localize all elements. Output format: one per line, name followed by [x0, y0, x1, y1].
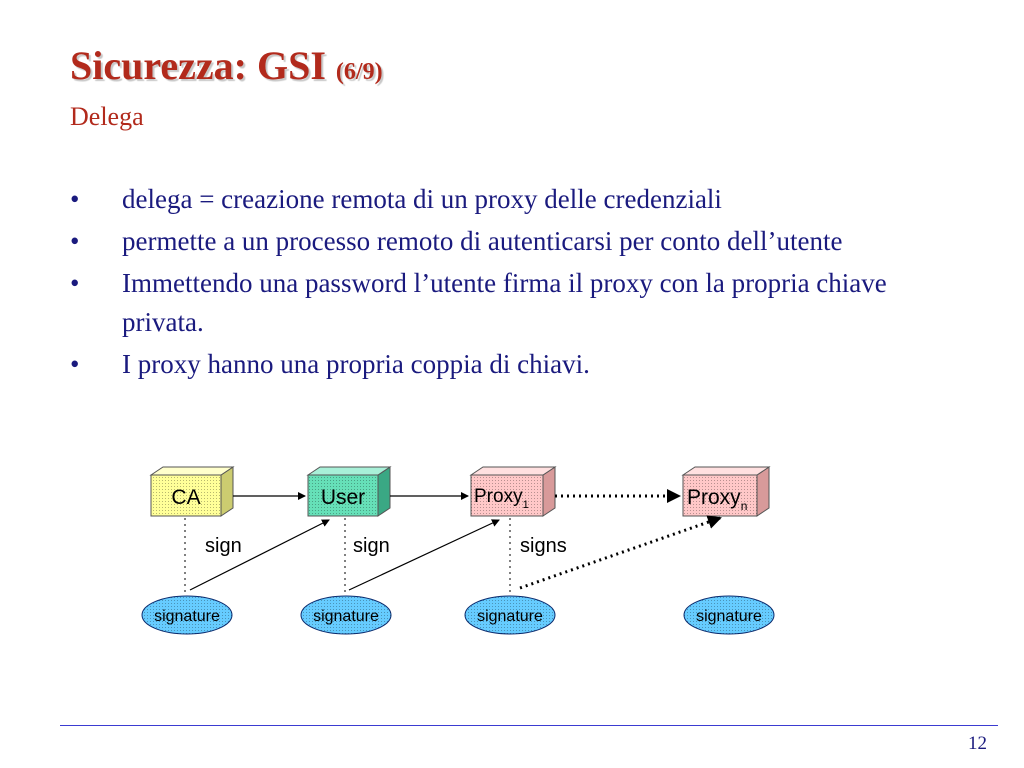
bullet-symbol: • — [70, 226, 80, 256]
proxyn-signature-label: signature — [696, 608, 762, 625]
bullet-item: • Immettendo una password l’utente firma … — [70, 264, 910, 342]
slide-subtitle: Delega — [70, 102, 144, 131]
bullet-text: I proxy hanno una propria coppia di chia… — [122, 349, 590, 379]
user-box-texture — [308, 475, 378, 516]
sign-label-2: sign — [353, 535, 390, 557]
slide-title: Sicurezza: GSI (6/9) — [70, 46, 383, 86]
proxy1-label-subscript: 1 — [523, 499, 529, 511]
proxyn-label-subscript: n — [741, 499, 748, 513]
page-number: 12 — [968, 733, 987, 754]
proxyn-signature-texture — [684, 596, 774, 634]
bullet-list: • delega = creazione remota di un proxy d… — [70, 180, 910, 387]
bullet-item: • permette a un processo remoto di autent… — [70, 222, 910, 261]
proxyn-label-text: Proxy — [687, 486, 741, 509]
proxyn-box-texture — [683, 475, 757, 516]
title-text: Sicurezza: GSI — [70, 43, 326, 88]
proxy1-box-top — [469, 466, 557, 476]
proxyn-box-top — [681, 466, 771, 476]
ca-signature-label: signature — [154, 608, 220, 625]
user-signature-texture — [301, 596, 391, 634]
proxy1-signature: signature — [464, 595, 556, 635]
ca-signature: signature — [141, 595, 233, 635]
ca-box: CA — [149, 466, 235, 517]
user-box-top — [306, 466, 392, 476]
bullet-symbol: • — [70, 184, 80, 214]
signs-label: signs — [520, 535, 567, 557]
user-signature: signature — [300, 595, 392, 635]
proxyn-box: Proxyn — [681, 466, 771, 517]
proxy1-label: Proxy1 — [474, 486, 529, 511]
ca-signs-user-arrow — [189, 519, 330, 591]
proxy1-box: Proxy1 — [469, 466, 557, 517]
bullet-item: • I proxy hanno una propria coppia di chi… — [70, 345, 910, 384]
proxy1-box-texture — [471, 475, 543, 516]
ca-box-texture — [151, 475, 221, 516]
ca-box-top — [149, 466, 235, 476]
footer-divider — [60, 725, 998, 726]
delegation-diagram: CA User Proxy1 Proxyn sign sign signs — [141, 466, 775, 635]
sign-label-1: sign — [205, 535, 242, 557]
user-box: User — [306, 466, 392, 517]
proxyn-signature: signature — [683, 595, 775, 635]
proxy1-label-text: Proxy — [474, 486, 523, 507]
title-fraction: (6/9) — [335, 59, 383, 85]
proxy1-signature-texture — [465, 596, 555, 634]
proxy1-signature-label: signature — [477, 608, 543, 625]
user-signature-label: signature — [313, 608, 379, 625]
ca-signature-texture — [142, 596, 232, 634]
bullet-text: Immettendo una password l’utente firma i… — [122, 268, 887, 337]
proxyn-label: Proxyn — [687, 486, 747, 513]
bullet-symbol: • — [70, 268, 80, 298]
bullet-text: delega = creazione remota di un proxy de… — [122, 184, 722, 214]
bullet-symbol: • — [70, 349, 80, 379]
user-signs-proxy1-arrow — [348, 519, 500, 591]
bullet-text: permette a un processo remoto di autenti… — [122, 226, 843, 256]
bullet-item: • delega = creazione remota di un proxy d… — [70, 180, 910, 219]
user-label: User — [321, 486, 365, 509]
ca-label: CA — [171, 486, 200, 509]
